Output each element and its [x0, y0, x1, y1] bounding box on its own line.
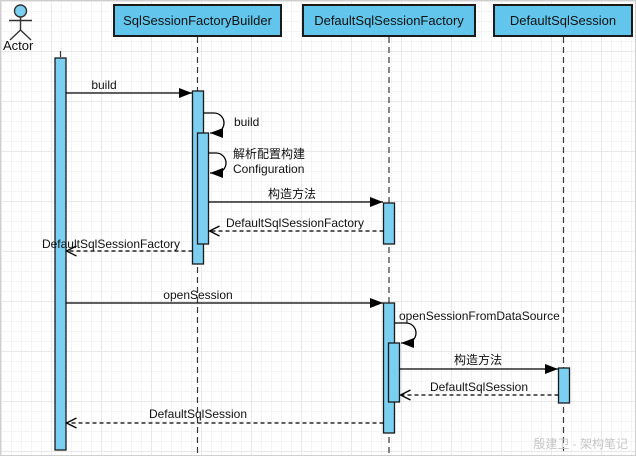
activation-session	[557, 367, 571, 404]
arrow-parse-config-self-loop	[208, 152, 227, 178]
participant-defaultsqlsession: DefaultSqlSession	[493, 4, 633, 37]
arrow-build-self-loop	[203, 112, 225, 138]
actor-label: Actor	[3, 38, 34, 53]
activation-builder-inner	[196, 132, 210, 245]
message-arrows	[65, 88, 559, 429]
message-label-constructor1: 构造方法	[267, 187, 317, 201]
participant-label: SqlSessionFactoryBuilder	[123, 13, 272, 28]
message-label-return-session-to-actor: DefaultSqlSession	[148, 407, 248, 421]
activation-factory-nested	[387, 342, 401, 403]
message-label-return-factory-to-actor: DefaultSqlSessionFactory	[41, 237, 181, 251]
message-label-configuration: Configuration	[233, 162, 305, 176]
activation-factory-constructor	[382, 202, 396, 245]
message-label-opensessionfromdatasource: openSessionFromDataSource	[399, 309, 560, 323]
message-label-build: build	[91, 78, 117, 92]
participant-defaultsqlsessionfactory: DefaultSqlSessionFactory	[302, 4, 476, 37]
actor-icon	[9, 4, 32, 41]
message-label-parse-config: 解析配置构建	[233, 147, 306, 161]
participant-label: DefaultSqlSession	[509, 13, 617, 28]
activation-bars	[54, 57, 571, 451]
arrow-opensessionfromdatasource-self-loop	[394, 322, 417, 348]
participant-sqlsessionfactorybuilder: SqlSessionFactoryBuilder	[113, 4, 282, 37]
message-label-return-factory-to-builder: DefaultSqlSessionFactory	[225, 216, 365, 230]
watermark: 殷建卫 - 架构笔记	[533, 437, 628, 451]
participant-label: DefaultSqlSessionFactory	[314, 13, 464, 28]
message-label-opensession: openSession	[163, 288, 233, 302]
message-label-constructor2: 构造方法	[453, 353, 503, 367]
activation-actor	[54, 57, 67, 451]
message-label-return-session-to-factory: DefaultSqlSession	[429, 380, 529, 394]
message-label-build-self: build	[234, 115, 260, 129]
